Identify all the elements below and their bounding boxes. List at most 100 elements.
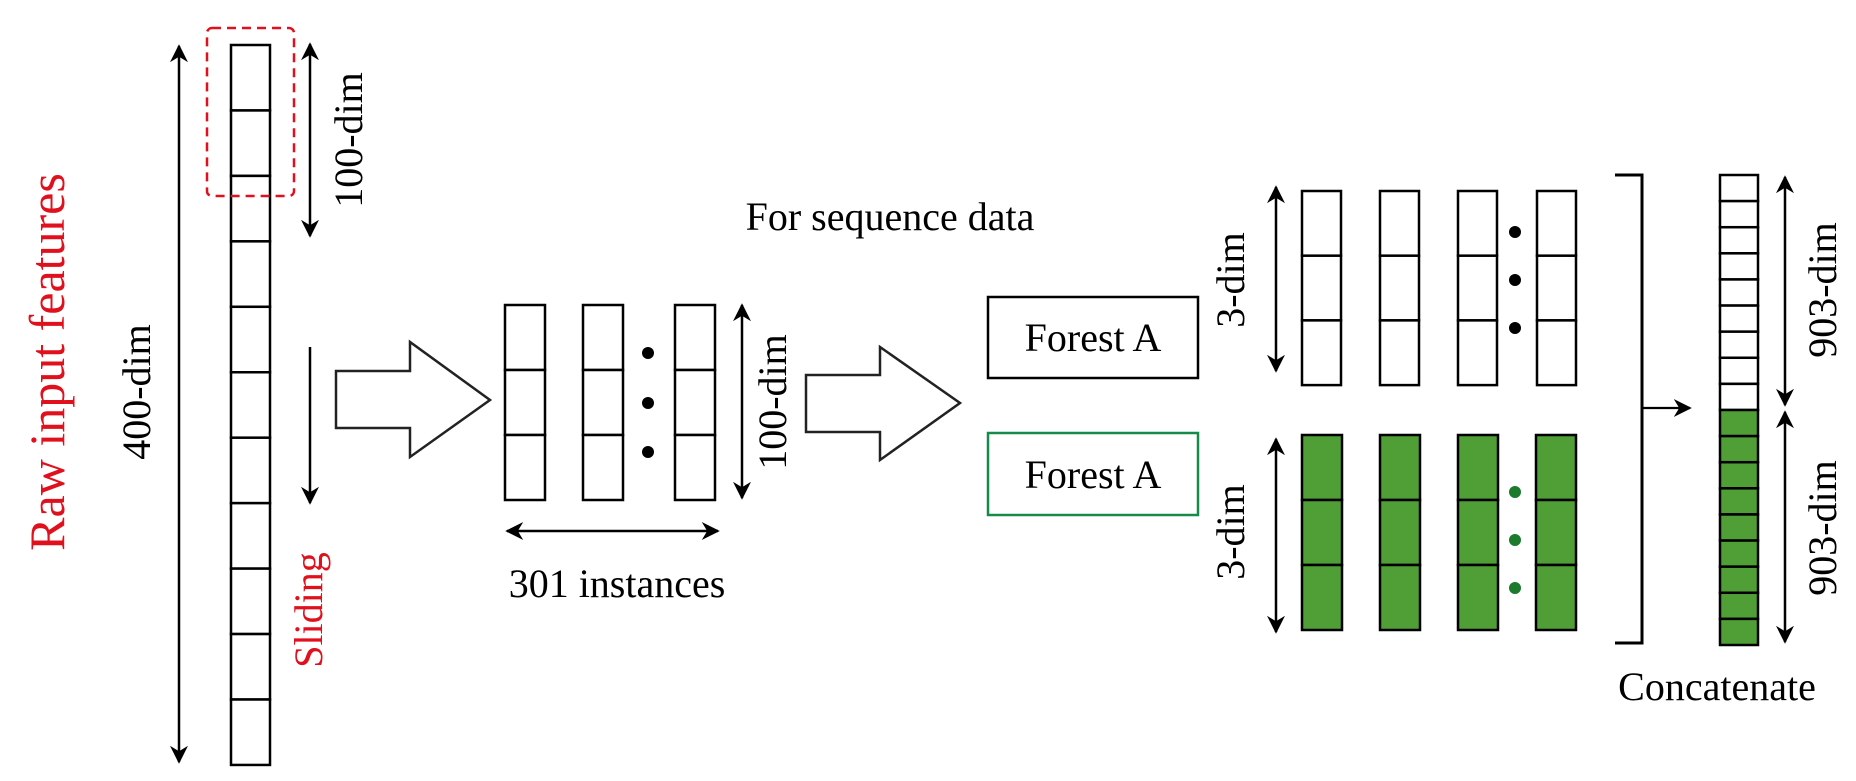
output-top-section: 3-dim	[1208, 185, 1578, 387]
vector-cell	[673, 433, 717, 502]
vector-cell	[1378, 254, 1421, 322]
forest-box	[986, 431, 1200, 517]
concatenated-vector	[1718, 173, 1760, 647]
vector-cell	[503, 303, 547, 372]
instance-dim-label: 100-dim	[750, 334, 795, 470]
flow-arrow-1	[334, 339, 493, 460]
raw-input-title: Raw input features	[19, 173, 75, 551]
ellipsis-dot	[1509, 486, 1521, 498]
output-column-green	[1300, 433, 1344, 632]
vector-cell	[1300, 319, 1343, 387]
ellipsis-dots	[1509, 486, 1521, 594]
vector-cell	[1718, 591, 1760, 621]
vector-cell	[1718, 382, 1760, 412]
output-column	[1300, 189, 1343, 387]
vector-cell	[1718, 565, 1760, 595]
ellipsis-dot	[1509, 582, 1521, 594]
output-column-green	[1534, 433, 1578, 632]
vector-cell	[1535, 319, 1578, 387]
output-column	[1535, 189, 1578, 387]
vector-cell	[503, 433, 547, 502]
ellipsis-dots	[642, 347, 654, 458]
ellipsis-dot	[642, 446, 654, 458]
vector-cell	[581, 368, 625, 437]
vector-cell	[229, 240, 272, 309]
concat-bottom-cells	[1718, 408, 1760, 647]
concat-bracket	[1615, 173, 1644, 645]
concat-label: Concatenate	[1618, 664, 1816, 709]
flow-arrow-2	[804, 344, 963, 463]
vector-cell	[1300, 254, 1343, 322]
output-column-green	[1456, 433, 1500, 632]
top-output-columns	[1300, 189, 1578, 387]
vector-cell	[229, 632, 272, 701]
vector-cell	[1300, 189, 1343, 257]
vector-cell	[229, 567, 272, 636]
output-column-green	[1378, 433, 1422, 632]
window-dim-label: 100-dim	[326, 72, 371, 208]
vector-cell	[1718, 199, 1760, 229]
concat-section: 903-dim 903-dim Concatenate	[1615, 173, 1845, 709]
vector-cell	[1718, 487, 1760, 516]
vector-cell	[1535, 254, 1578, 322]
raw-input-section: Raw input features 400-dim 100-dim Slidi…	[19, 26, 371, 767]
vector-cell	[1456, 254, 1499, 322]
ellipsis-dot	[1509, 226, 1521, 238]
vector-cell	[673, 303, 717, 372]
vector-cell	[229, 43, 272, 112]
forest-box	[986, 295, 1200, 380]
output-column	[1456, 189, 1499, 387]
forest-a-green: Forest A	[986, 431, 1200, 517]
total-dim-label: 400-dim	[114, 324, 159, 460]
forest-label: Forest A	[1025, 452, 1162, 497]
vector-cell	[1718, 539, 1760, 568]
vector-cell	[581, 303, 625, 372]
ellipsis-dot	[642, 347, 654, 359]
vector-cell	[1718, 278, 1760, 307]
ellipsis-dot	[1509, 274, 1521, 286]
concat-top-cells	[1718, 173, 1760, 412]
instance-column	[581, 303, 625, 502]
vector-cell	[1718, 356, 1760, 386]
vector-cell	[229, 698, 272, 767]
vector-cell	[229, 501, 272, 570]
vector-cell	[1718, 173, 1760, 203]
instance-columns	[503, 303, 717, 502]
vector-cell	[1718, 304, 1760, 333]
vector-cell	[1718, 330, 1760, 360]
bottom-dim-label: 3-dim	[1208, 484, 1253, 580]
concat-bottom-dim-label: 903-dim	[1800, 460, 1845, 596]
vector-cell	[1378, 433, 1422, 502]
output-bottom-section: 3-dim	[1208, 433, 1578, 634]
concat-top-dim-label: 903-dim	[1800, 222, 1845, 358]
instance-column	[503, 303, 547, 502]
vector-cell	[503, 368, 547, 437]
sliding-window-outline	[205, 26, 296, 198]
forest-label: Forest A	[1025, 315, 1162, 360]
vector-cell	[1534, 563, 1578, 632]
vector-cell	[1378, 498, 1422, 567]
sequence-caption: For sequence data	[746, 194, 1035, 239]
vector-cell	[673, 368, 717, 437]
vector-cell	[1378, 319, 1421, 387]
vector-cell	[1535, 189, 1578, 257]
vector-cell	[1378, 563, 1422, 632]
vector-cell	[1456, 563, 1500, 632]
ellipsis-dot	[1509, 322, 1521, 334]
vector-cell	[1534, 498, 1578, 567]
vector-cell	[1456, 433, 1500, 502]
sliding-label: Sliding	[286, 552, 331, 668]
forest-a-plain: Forest A	[986, 295, 1200, 380]
vector-cell	[1300, 433, 1344, 502]
vector-cell	[1718, 408, 1760, 438]
raw-feature-cells	[229, 43, 272, 767]
vector-cell	[229, 371, 272, 439]
top-dim-label: 3-dim	[1208, 232, 1253, 328]
ellipsis-dot	[642, 397, 654, 409]
ellipsis-dots	[1509, 226, 1521, 334]
vector-cell	[1378, 189, 1421, 257]
vector-cell	[1300, 563, 1344, 632]
output-column	[1378, 189, 1421, 387]
vector-cell	[1534, 433, 1578, 502]
